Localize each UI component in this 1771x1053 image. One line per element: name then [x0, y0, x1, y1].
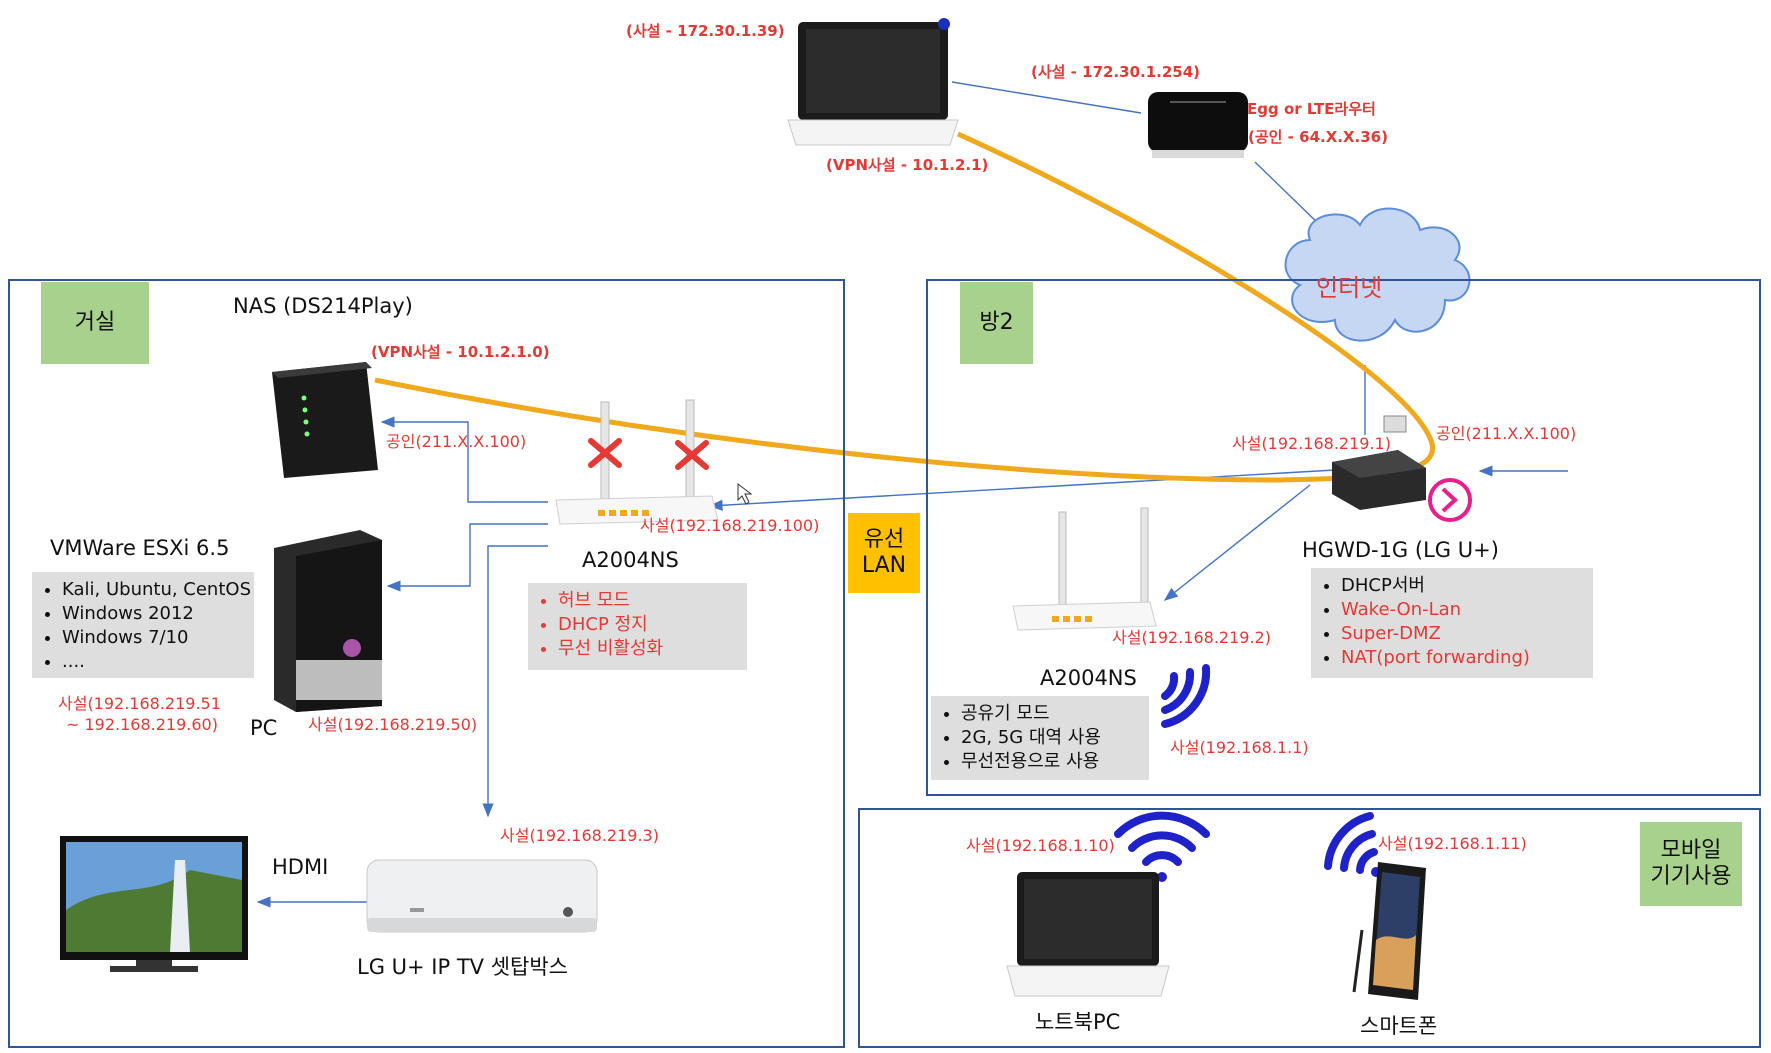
link-router-pc: [386, 523, 548, 592]
tag-mobile: 모바일 기기사용: [1640, 822, 1742, 906]
settop-box-icon: [366, 859, 598, 933]
vm-item: Windows 7/10: [62, 626, 246, 650]
living-router-name: A2004NS: [582, 548, 679, 572]
wifi-icon-laptop: [1114, 811, 1210, 882]
pc-tower-icon: [274, 530, 382, 712]
link-lines: [256, 81, 1568, 908]
gateway-icon: [1332, 415, 1426, 510]
mobile-room-box: [858, 808, 1761, 1048]
vm-item: Windows 2012: [62, 602, 246, 626]
gateway-features: DHCP서버 Wake-On-Lan Super-DMZ NAT(port fo…: [1311, 568, 1593, 678]
tag-living-room: 거실: [41, 282, 149, 364]
disabled-antenna-cross-icon: [588, 438, 709, 470]
link-router-stb: [482, 545, 548, 818]
feature-item: 2G, 5G 대역 사용: [961, 726, 1141, 750]
link-gateway-room2router: [1163, 484, 1311, 601]
feature-item: NAT(port forwarding): [1341, 646, 1585, 670]
wifi-icon: [1161, 664, 1211, 728]
nas-vpn-ip: (VPN사설 - 10.1.2.1.0): [371, 343, 550, 361]
tag-wired-lan: 유선 LAN: [848, 513, 920, 593]
gateway-name: HGWD-1G (LG U+): [1302, 538, 1499, 562]
mobile-laptop-ip: 사설(192.168.1.10): [966, 836, 1115, 855]
tv-icon: [60, 836, 248, 972]
feature-item: DHCP 정지: [558, 613, 739, 637]
living-room-box: [8, 279, 845, 1048]
gateway-next-icon: [1428, 478, 1472, 522]
internet-cloud-icon: [1284, 207, 1471, 342]
smartphone-ip: 사설(192.168.1.11): [1378, 834, 1527, 853]
link-router-internet: [1254, 161, 1326, 231]
room2-router-icon: [1012, 507, 1157, 631]
vmware-vm-list: Kali, Ubuntu, CentOS Windows 2012 Window…: [32, 572, 254, 678]
living-router-ip: 사설(192.168.219.100): [640, 516, 820, 535]
vm-ip-range-start: 사설(192.168.219.51: [58, 694, 221, 713]
vm-ip-range-end: ~ 192.168.219.60): [66, 715, 218, 734]
feature-item: Super-DMZ: [1341, 622, 1585, 646]
link-gateway-livingrouter: [708, 469, 1336, 511]
room2-wifi-ip: 사설(192.168.1.1): [1170, 738, 1309, 757]
room2-box: [926, 279, 1761, 796]
living-router-features: 허브 모드 DHCP 정지 무선 비활성화: [528, 583, 747, 670]
settop-box-name: LG U+ IP TV 셋탑박스: [357, 955, 568, 979]
smartphone-icon: [1352, 862, 1426, 1000]
nas-icon: [272, 362, 378, 478]
nas-public-ip: 공인(211.X.X.100): [386, 432, 527, 451]
wifi-icon-phone: [1324, 812, 1381, 877]
laptop-vpn-ip: (VPN사설 - 10.1.2.1): [826, 156, 989, 174]
link-laptop-router: [951, 81, 1142, 114]
link-router-nas: [380, 416, 548, 503]
nas-title: NAS (DS214Play): [233, 294, 413, 318]
mobile-laptop-name: 노트북PC: [1035, 1010, 1121, 1034]
mobile-laptop-icon: [1006, 872, 1170, 997]
mouse-cursor-icon: [737, 482, 753, 505]
feature-item: 공유기 모드: [961, 702, 1141, 726]
room2-router-name: A2004NS: [1040, 666, 1137, 690]
gateway-public-ip: 공인(211.X.X.100): [1436, 424, 1577, 443]
settop-box-ip: 사설(192.168.219.3): [500, 826, 659, 845]
feature-item: Wake-On-Lan: [1341, 598, 1585, 622]
feature-item: DHCP서버: [1341, 574, 1585, 598]
feature-item: 무선 비활성화: [558, 637, 739, 661]
pc-label: PC: [250, 716, 278, 740]
room2-router-features: 공유기 모드 2G, 5G 대역 사용 무선전용으로 사용: [931, 696, 1149, 780]
feature-item: 무선전용으로 사용: [961, 750, 1141, 774]
pc-ip: 사설(192.168.219.50): [308, 715, 478, 734]
laptop-icon: [787, 18, 959, 146]
lte-router-name: Egg or LTE라우터: [1247, 100, 1376, 118]
lte-router-private-ip: (사설 - 172.30.1.254): [1031, 63, 1201, 81]
internet-label: 인터넷: [1316, 274, 1383, 302]
room2-router-ip: 사설(192.168.219.2): [1112, 628, 1271, 647]
laptop-private-ip: (사설 - 172.30.1.39): [626, 22, 785, 40]
gateway-lan-ip: 사설(192.168.219.1): [1232, 434, 1391, 453]
feature-item: 허브 모드: [558, 589, 739, 613]
lte-router-public-ip: (공인 - 64.X.X.36): [1248, 128, 1388, 146]
vm-item: Kali, Ubuntu, CentOS: [62, 578, 251, 602]
smartphone-name: 스마트폰: [1360, 1014, 1438, 1038]
vmware-title: VMWare ESXi 6.5: [50, 536, 230, 560]
lte-router-icon: [1148, 92, 1248, 158]
vm-item: ....: [62, 650, 246, 674]
hdmi-label: HDMI: [272, 855, 329, 879]
tag-room2: 방2: [960, 282, 1033, 364]
